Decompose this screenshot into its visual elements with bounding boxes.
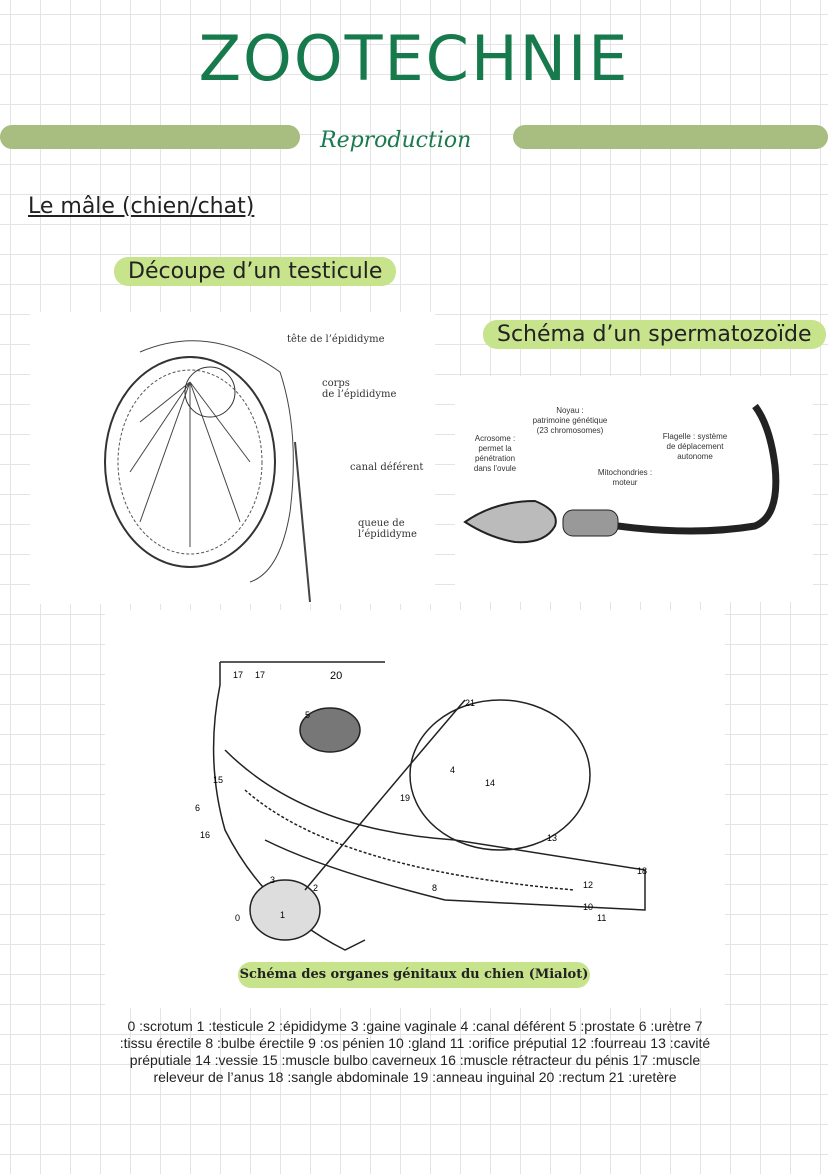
num-0: 0 (235, 913, 241, 923)
decorative-bar-right (513, 125, 828, 149)
dog-genital-drawing (212, 661, 646, 951)
label-tete-epididyme: tête de l’épididyme (287, 334, 385, 345)
label-canal-deferent: canal déférent (350, 462, 424, 473)
num-2: 2 (313, 883, 319, 893)
dog-diagram-caption: Schéma des organes génitaux du chien (Mi… (238, 962, 590, 988)
num-4: 4 (450, 765, 456, 775)
testicle-heading: Découpe d’un testicule (114, 257, 397, 286)
num-18: 18 (637, 866, 648, 876)
subtitle: Reproduction (320, 128, 472, 153)
dog-diagram-legend: 0 :scrotum 1 :testicule 2 :épididyme 3 :… (119, 1018, 711, 1085)
num-8: 8 (432, 883, 438, 893)
num-10: 10 (583, 902, 594, 912)
label-acrosome: Acrosome : permet la pénétration dans l’… (473, 434, 517, 473)
num-14: 14 (485, 778, 496, 788)
num-19: 19 (400, 793, 411, 803)
testicle-diagram: tête de l’épididyme corps de l’épididyme… (30, 312, 435, 604)
page-title: ZOOTECHNIE (198, 22, 630, 95)
testicle-drawing (104, 340, 311, 603)
label-corps-epididyme: corps de l’épididyme (322, 378, 397, 400)
num-5: 5 (305, 710, 311, 720)
num-12: 12 (583, 880, 594, 890)
sperm-heading: Schéma d’un spermatozoïde (483, 320, 826, 349)
num-17b: 17 (255, 670, 266, 680)
section-title: Le mâle (chien/chat) (28, 194, 255, 219)
label-mitochondries: Mitochondries : moteur (597, 468, 653, 487)
label-noyau: Noyau : patrimoine génétique (23 chromos… (532, 406, 608, 435)
num-6: 6 (195, 803, 201, 813)
num-3: 3 (270, 875, 276, 885)
num-11: 11 (597, 913, 607, 923)
num-13: 13 (547, 833, 558, 843)
decorative-bar-left (0, 125, 300, 149)
num-15: 15 (213, 775, 224, 785)
num-17a: 17 (233, 670, 244, 680)
label-flagelle: Flagelle : système de déplacement autono… (662, 432, 728, 461)
num-21: 21 (465, 698, 476, 708)
dog-genital-diagram: 20 17 17 21 5 14 15 19 4 6 16 13 18 3 2 … (105, 610, 725, 1008)
num-1: 1 (280, 910, 286, 920)
sperm-diagram: Noyau : patrimoine génétique (23 chromos… (455, 376, 813, 602)
label-queue-epididyme: queue de l’épididyme (358, 518, 417, 540)
sperm-drawing (463, 403, 780, 544)
num-20: 20 (330, 670, 343, 682)
num-16: 16 (200, 830, 211, 840)
